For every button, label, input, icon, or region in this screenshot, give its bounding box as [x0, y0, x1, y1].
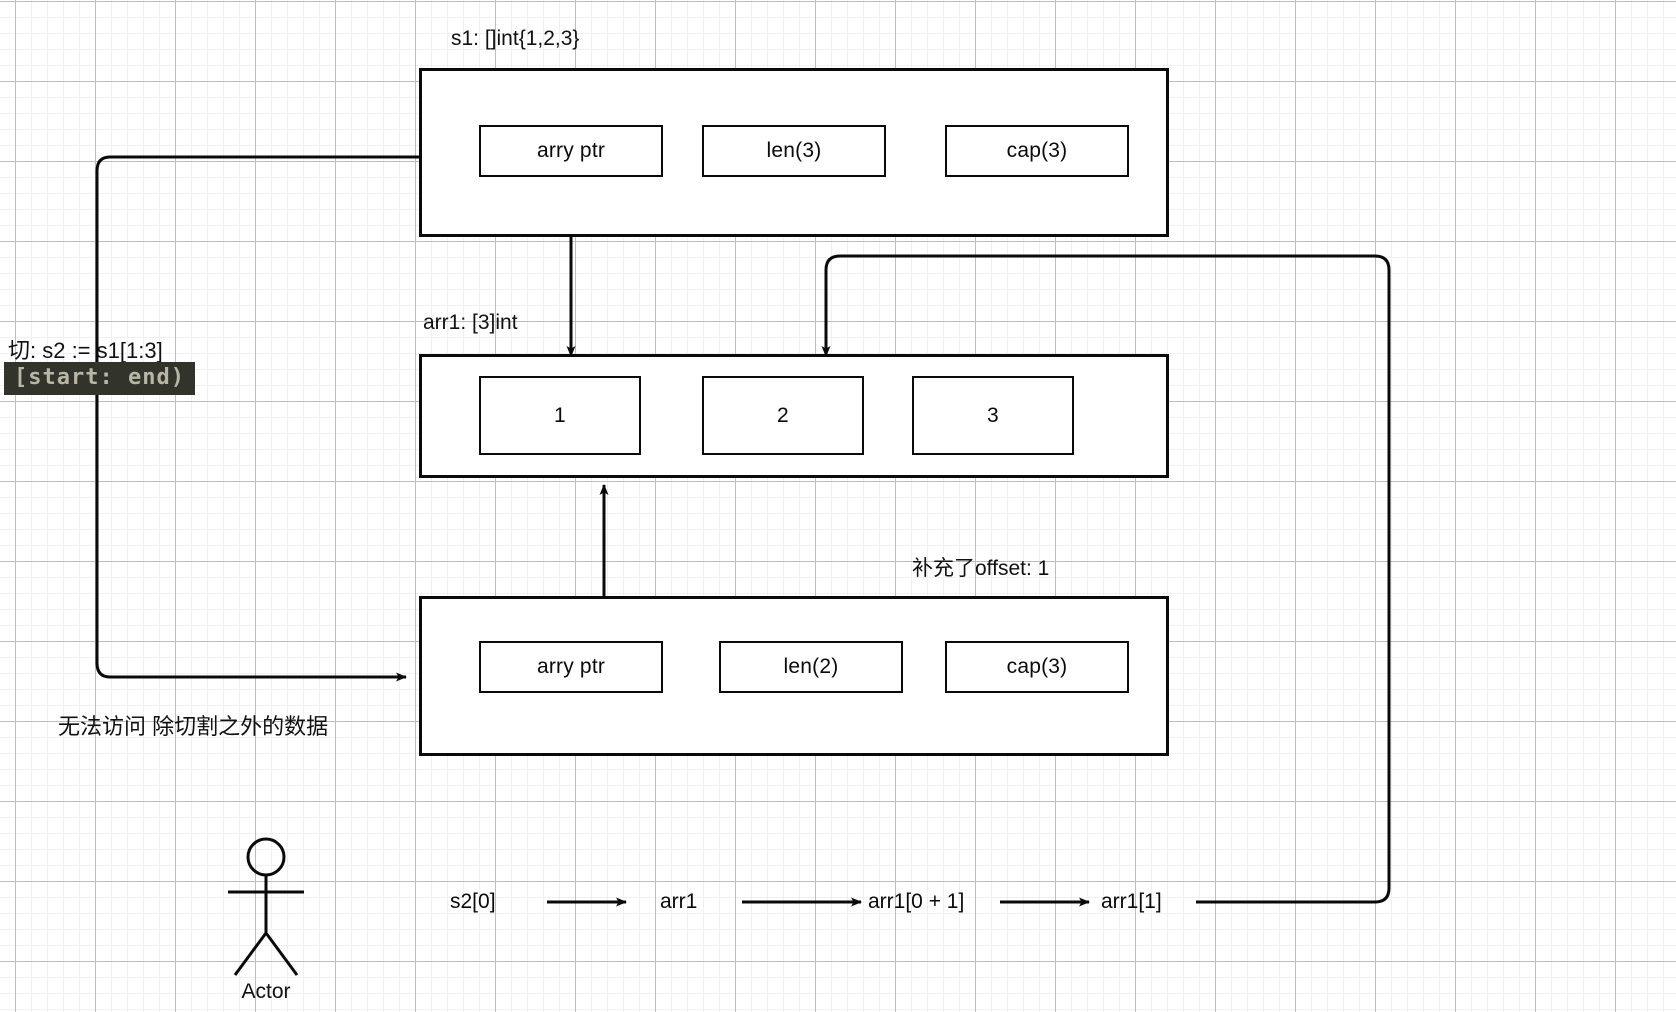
slice2-field-cap[interactable]: cap(3) — [945, 641, 1129, 693]
array1-title: arr1: [3]int — [423, 311, 518, 334]
array1-element-1[interactable]: 2 — [702, 376, 864, 455]
array1-element-2[interactable]: 3 — [912, 376, 1074, 455]
slice1-title: s1: []int{1,2,3} — [451, 27, 580, 50]
array1-element-0[interactable]: 1 — [479, 376, 641, 455]
flow-step-arr1-offset-expr: arr1[0 + 1] — [868, 890, 965, 913]
slice1-field-cap[interactable]: cap(3) — [945, 125, 1129, 177]
actor-label: Actor — [241, 980, 291, 1003]
slice1-field-len[interactable]: len(3) — [702, 125, 886, 177]
wire-s1-to-s2 — [95, 155, 419, 682]
offset-note: 补充了offset: 1 — [912, 557, 1050, 580]
wire-arr1idx1-to-element2 — [821, 254, 1391, 904]
slice-operation-note: 切: s2 := s1[1:3] — [8, 338, 163, 363]
flow-step-arr1: arr1 — [660, 890, 698, 913]
flow-step-arr1-index1: arr1[1] — [1101, 890, 1162, 913]
slice-range-code-chip: [start: end) — [4, 362, 195, 395]
slice2-field-len[interactable]: len(2) — [719, 641, 903, 693]
actor-figure — [228, 837, 304, 976]
slice1-field-arry-ptr[interactable]: arry ptr — [479, 125, 663, 177]
slice2-field-arry-ptr[interactable]: arry ptr — [479, 641, 663, 693]
no-access-note: 无法访问 除切割之外的数据 — [58, 714, 329, 739]
flow-step-s2-index0: s2[0] — [450, 890, 496, 913]
